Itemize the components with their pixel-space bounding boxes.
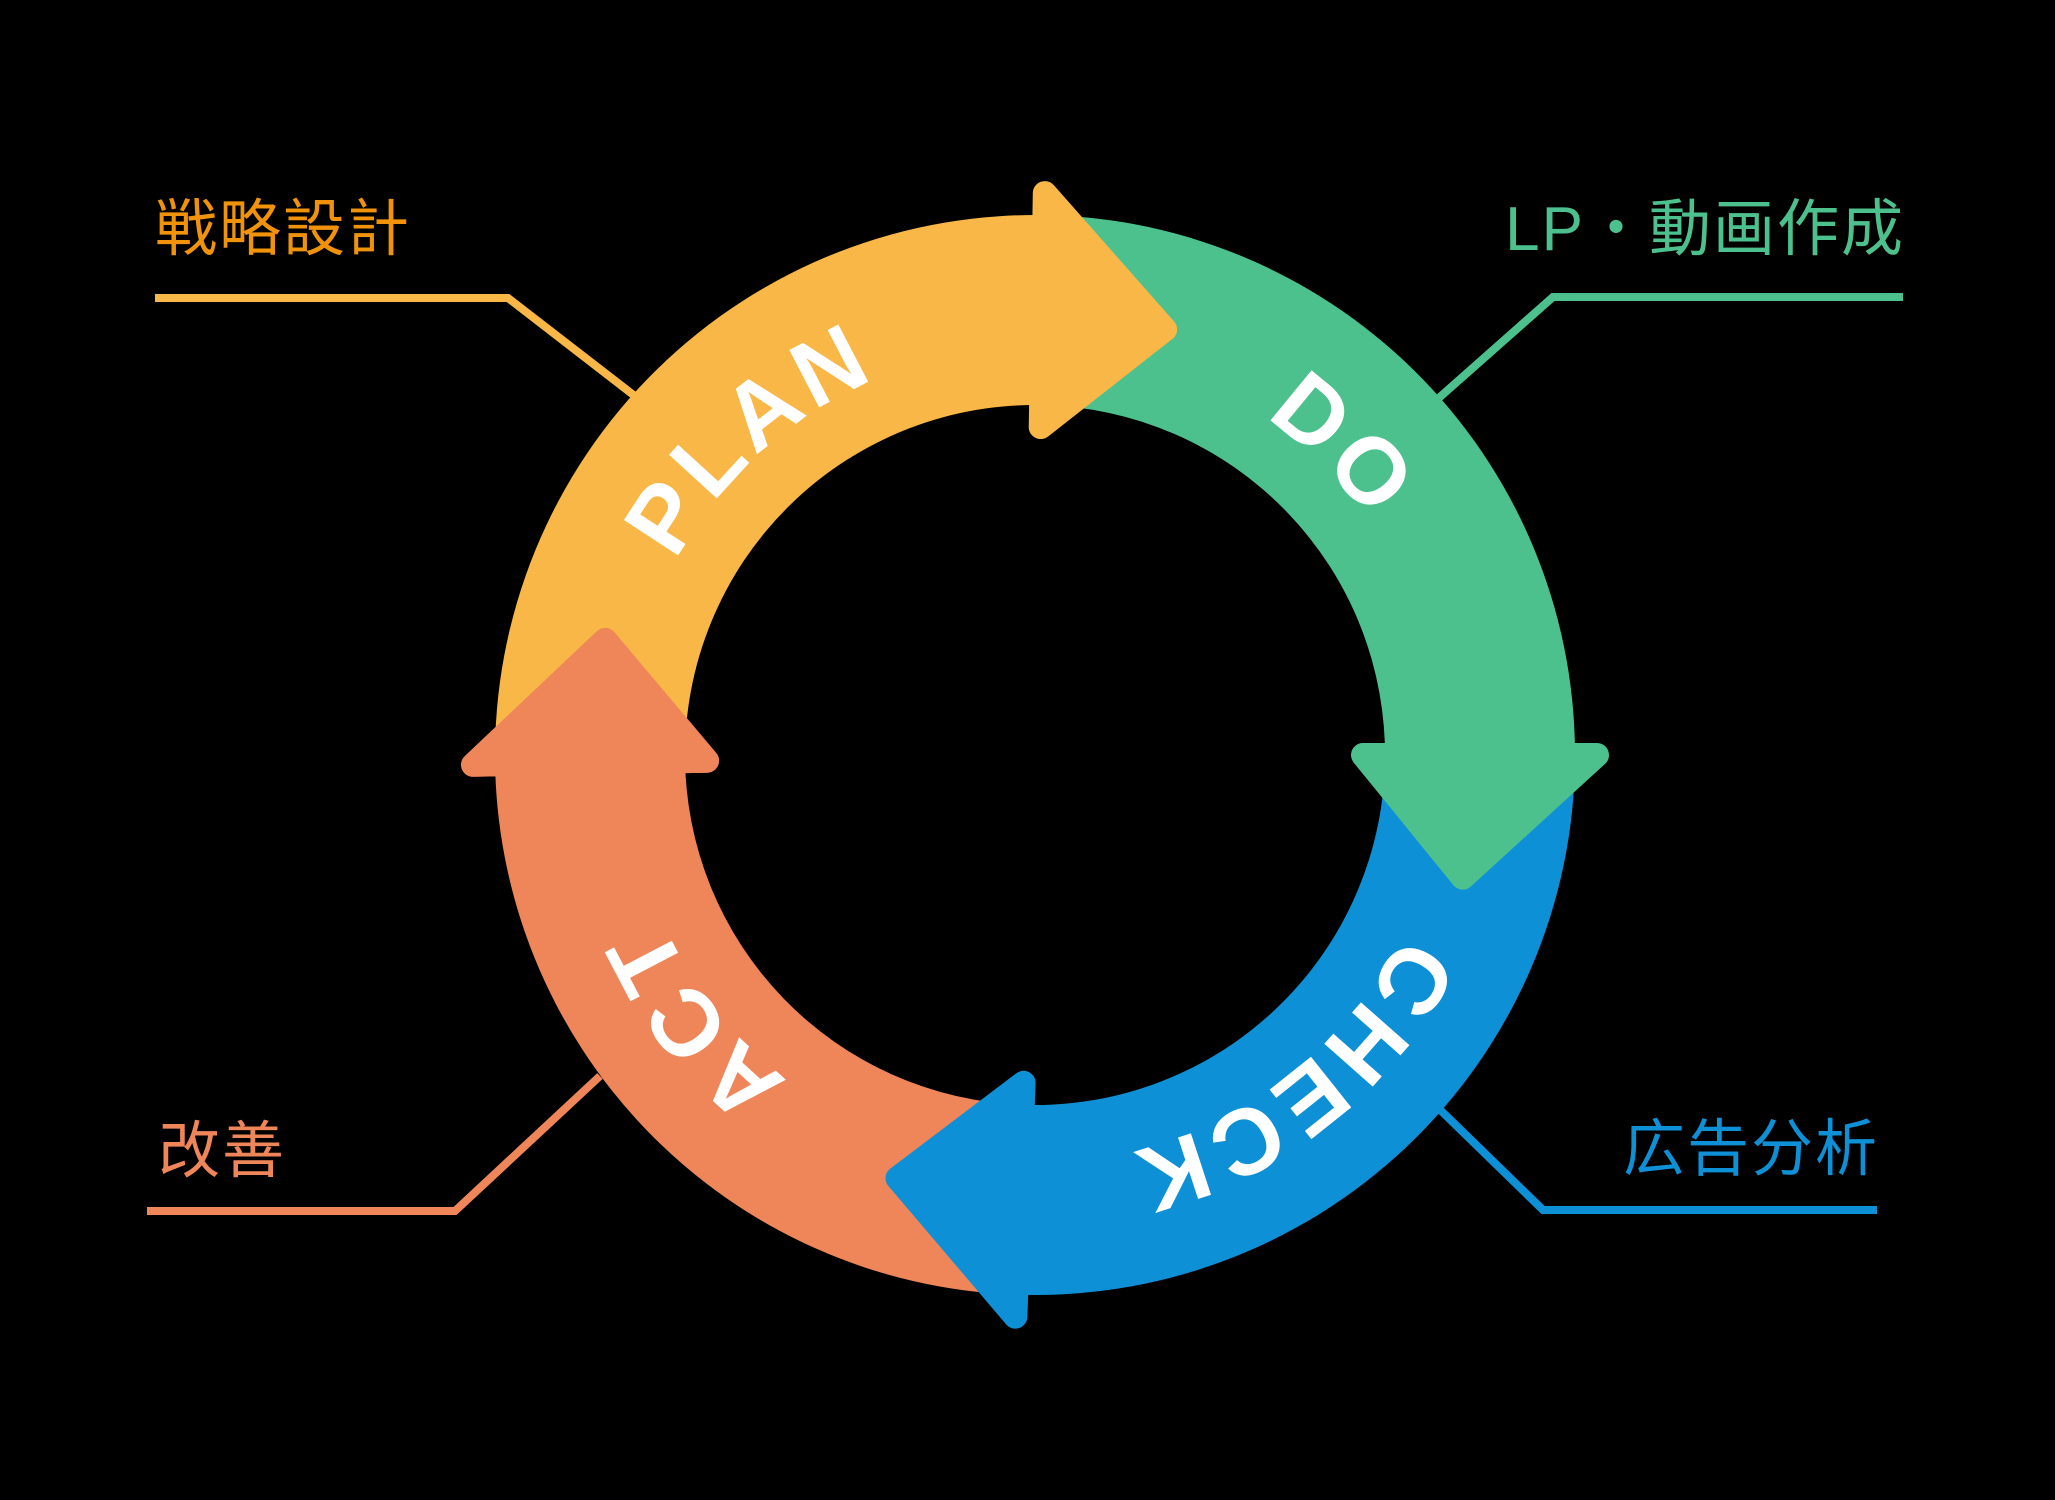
segment-plan-arrowhead [1028,181,1178,440]
segment-do [1041,215,1609,890]
segment-do-body [1041,215,1576,765]
segment-do-arrowhead [1351,743,1609,890]
segment-check [885,755,1575,1329]
segment-check-body [1006,755,1575,1295]
leader-line-do [1429,293,1903,407]
segment-plan [494,181,1178,765]
segment-act-body [495,755,1023,1295]
annotation-check-label: 広告分析 [1622,1115,1879,1184]
leader-line-plan [155,294,643,404]
leader-line-check [1425,1095,1877,1214]
segment-plan-body [494,215,1054,765]
segment-act-arrowhead [461,627,720,777]
segment-act-head-overlay [461,627,720,777]
annotation-do-label: LP・動画作成 [1505,195,1905,264]
annotation-act-label: 改善 [158,1117,287,1186]
annotation-plan-label: 戦略設計 [155,195,412,264]
segment-check-arrowhead [885,1070,1036,1329]
leader-line-act [147,1073,603,1215]
